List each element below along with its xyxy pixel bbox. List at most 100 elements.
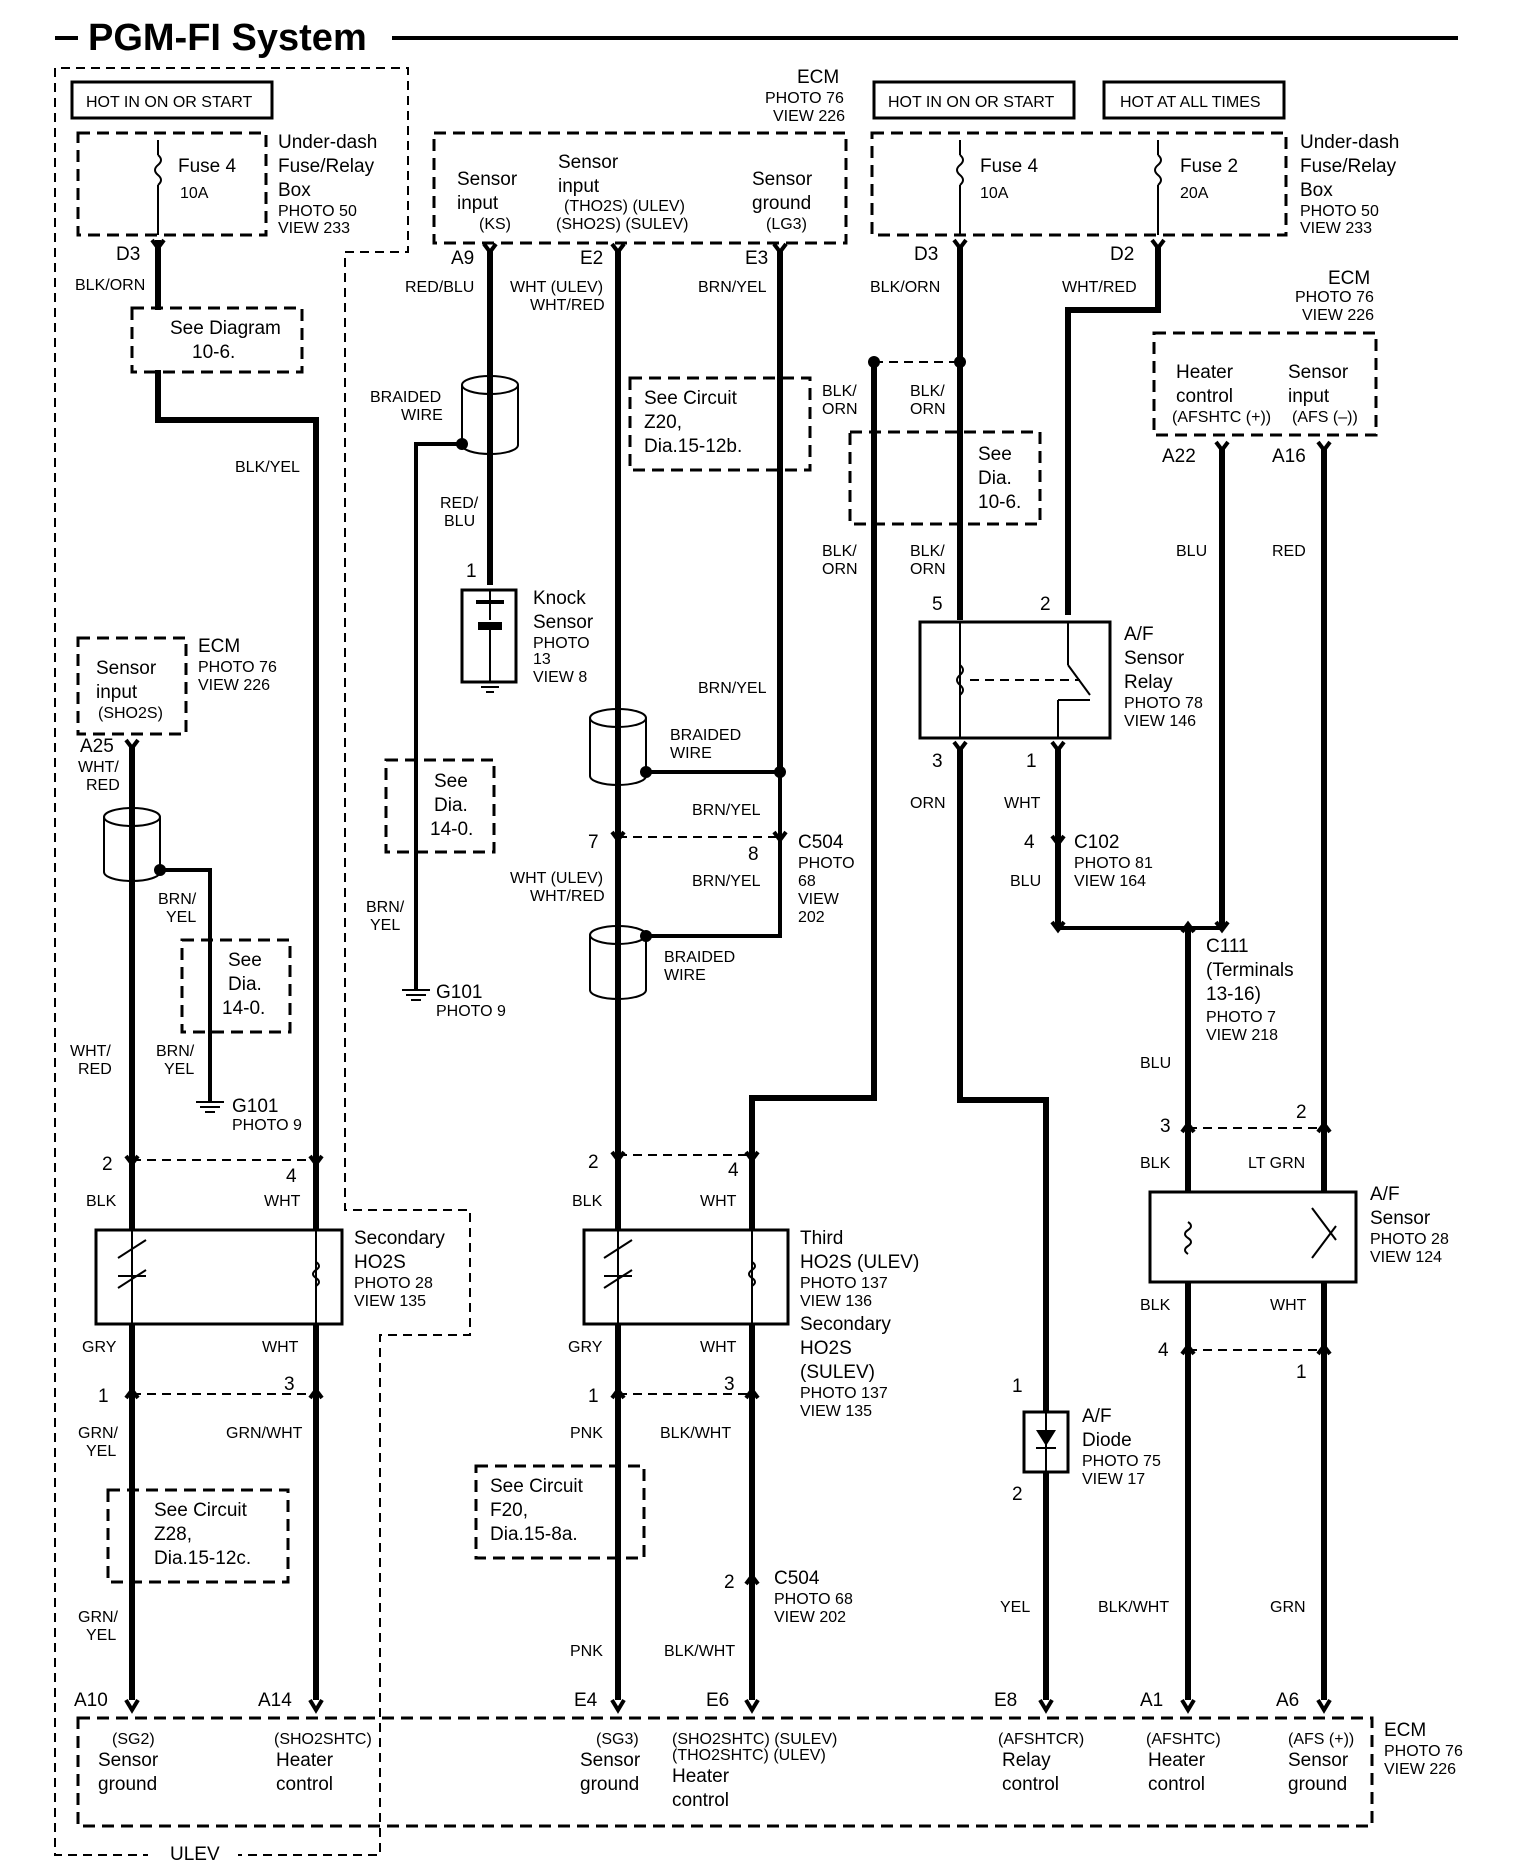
svg-text:PHOTO 75: PHOTO 75: [1082, 1453, 1161, 1470]
svg-text:10-6.: 10-6.: [192, 342, 235, 363]
svg-text:ORN: ORN: [910, 561, 946, 578]
svg-text:WHT (ULEV): WHT (ULEV): [510, 870, 603, 887]
svg-text:14-0.: 14-0.: [222, 998, 265, 1019]
svg-text:WHT/RED: WHT/RED: [1062, 279, 1137, 296]
svg-text:Sensor: Sensor: [752, 169, 813, 190]
svg-text:VIEW 135: VIEW 135: [354, 1293, 426, 1310]
svg-text:2: 2: [588, 1152, 599, 1173]
svg-text:A22: A22: [1162, 446, 1196, 467]
fuse-2-label: Fuse 2: [1180, 156, 1238, 177]
svg-text:BLU: BLU: [1010, 873, 1041, 890]
svg-text:VIEW 164: VIEW 164: [1074, 873, 1146, 890]
svg-text:BRN/YEL: BRN/YEL: [698, 680, 767, 697]
svg-text:YEL: YEL: [166, 909, 196, 926]
svg-text:input: input: [457, 193, 499, 214]
svg-text:HO2S: HO2S: [354, 1252, 406, 1273]
svg-text:WIRE: WIRE: [664, 967, 706, 984]
svg-text:D3: D3: [914, 244, 938, 265]
svg-text:BRAIDED: BRAIDED: [370, 389, 441, 406]
svg-text:YEL: YEL: [86, 1627, 116, 1644]
svg-text:Heater: Heater: [1176, 362, 1234, 383]
g101-mid: G101: [436, 982, 482, 1003]
svg-text:E4: E4: [574, 1690, 598, 1711]
svg-text:(SG2): (SG2): [112, 1731, 155, 1748]
svg-text:BLK/: BLK/: [822, 543, 857, 560]
svg-text:WHT: WHT: [1004, 795, 1041, 812]
svg-text:1: 1: [588, 1386, 599, 1407]
svg-text:input: input: [1288, 386, 1330, 407]
svg-text:(SHO2SHTC): (SHO2SHTC): [274, 1731, 372, 1748]
fusebox-left: [76, 131, 268, 237]
ecm-left-title: ECM: [198, 636, 240, 657]
fuse-4-label-right: Fuse 4: [980, 156, 1039, 177]
svg-text:BLK/: BLK/: [910, 543, 945, 560]
svg-text:1: 1: [98, 1386, 109, 1407]
svg-text:Sensor: Sensor: [96, 658, 157, 679]
svg-text:Dia.15-8a.: Dia.15-8a.: [490, 1524, 578, 1545]
svg-text:A/F: A/F: [1124, 624, 1154, 645]
svg-text:control: control: [672, 1790, 729, 1811]
svg-text:HO2S (ULEV): HO2S (ULEV): [800, 1252, 919, 1273]
svg-text:Dia.: Dia.: [228, 974, 262, 995]
svg-text:4: 4: [728, 1160, 739, 1181]
svg-text:VIEW 226: VIEW 226: [773, 108, 845, 125]
svg-text:VIEW 218: VIEW 218: [1206, 1027, 1278, 1044]
svg-text:Secondary: Secondary: [354, 1228, 445, 1249]
svg-text:PHOTO 137: PHOTO 137: [800, 1385, 888, 1402]
svg-text:See Circuit: See Circuit: [644, 388, 738, 409]
svg-text:Sensor: Sensor: [580, 1750, 641, 1771]
fuse-4-label-left: Fuse 4: [178, 156, 237, 177]
svg-text:BRN/YEL: BRN/YEL: [698, 279, 767, 296]
svg-text:Fuse/Relay: Fuse/Relay: [1300, 156, 1397, 177]
svg-text:A9: A9: [451, 248, 474, 269]
svg-text:A/F: A/F: [1370, 1184, 1400, 1205]
ecm-af-title: ECM: [1328, 268, 1370, 289]
svg-text:Sensor: Sensor: [558, 152, 619, 173]
svg-text:PHOTO 9: PHOTO 9: [232, 1117, 302, 1134]
svg-text:Fuse/Relay: Fuse/Relay: [278, 156, 375, 177]
svg-text:GRN/: GRN/: [78, 1609, 119, 1626]
svg-text:BLU: BLU: [1140, 1055, 1171, 1072]
svg-text:BRN/: BRN/: [366, 899, 405, 916]
svg-text:ORN: ORN: [822, 401, 858, 418]
svg-text:(AFS (+)): (AFS (+)): [1288, 1731, 1354, 1748]
wire-blk-orn-branch: [749, 362, 877, 1155]
svg-text:(KS): (KS): [479, 216, 511, 233]
svg-text:WHT: WHT: [264, 1193, 301, 1210]
svg-text:2: 2: [102, 1154, 113, 1175]
svg-text:13-16): 13-16): [1206, 984, 1261, 1005]
svg-text:WHT: WHT: [262, 1339, 299, 1356]
svg-text:GRN/WHT: GRN/WHT: [226, 1425, 303, 1442]
svg-text:2: 2: [1012, 1484, 1023, 1505]
hot-always: HOT AT ALL TIMES: [1120, 94, 1261, 111]
svg-text:ground: ground: [1288, 1774, 1347, 1795]
svg-text:WIRE: WIRE: [670, 745, 712, 762]
svg-text:E3: E3: [745, 248, 768, 269]
svg-text:(AFSHTC): (AFSHTC): [1146, 1731, 1221, 1748]
svg-text:Relay: Relay: [1002, 1750, 1051, 1771]
page-title: PGM-FI System: [88, 17, 367, 59]
svg-text:WHT/: WHT/: [78, 759, 119, 776]
svg-text:WHT: WHT: [1270, 1297, 1307, 1314]
svg-text:Dia.: Dia.: [978, 468, 1012, 489]
svg-text:(THO2S) (ULEV): (THO2S) (ULEV): [564, 198, 685, 215]
svg-text:PHOTO 28: PHOTO 28: [354, 1275, 433, 1292]
see-diagram-10-6-left: [130, 306, 304, 374]
svg-text:YEL: YEL: [86, 1443, 116, 1460]
c102-label: C102: [1074, 832, 1119, 853]
svg-text:WHT: WHT: [700, 1339, 737, 1356]
svg-text:control: control: [1002, 1774, 1059, 1795]
svg-text:(THO2SHTC) (ULEV): (THO2SHTC) (ULEV): [672, 1747, 826, 1764]
svg-text:PHOTO 68: PHOTO 68: [774, 1591, 853, 1608]
svg-text:BRN/: BRN/: [156, 1043, 195, 1060]
svg-text:RED/: RED/: [440, 495, 479, 512]
svg-text:See: See: [978, 444, 1012, 465]
svg-text:See: See: [228, 950, 262, 971]
svg-text:(AFSHTCR): (AFSHTCR): [998, 1731, 1084, 1748]
see-circuit-z28: [106, 1488, 290, 1584]
svg-text:3: 3: [284, 1374, 295, 1395]
svg-text:Sensor: Sensor: [1124, 648, 1185, 669]
svg-text:BLK: BLK: [86, 1193, 117, 1210]
svg-text:Sensor: Sensor: [1288, 362, 1349, 383]
